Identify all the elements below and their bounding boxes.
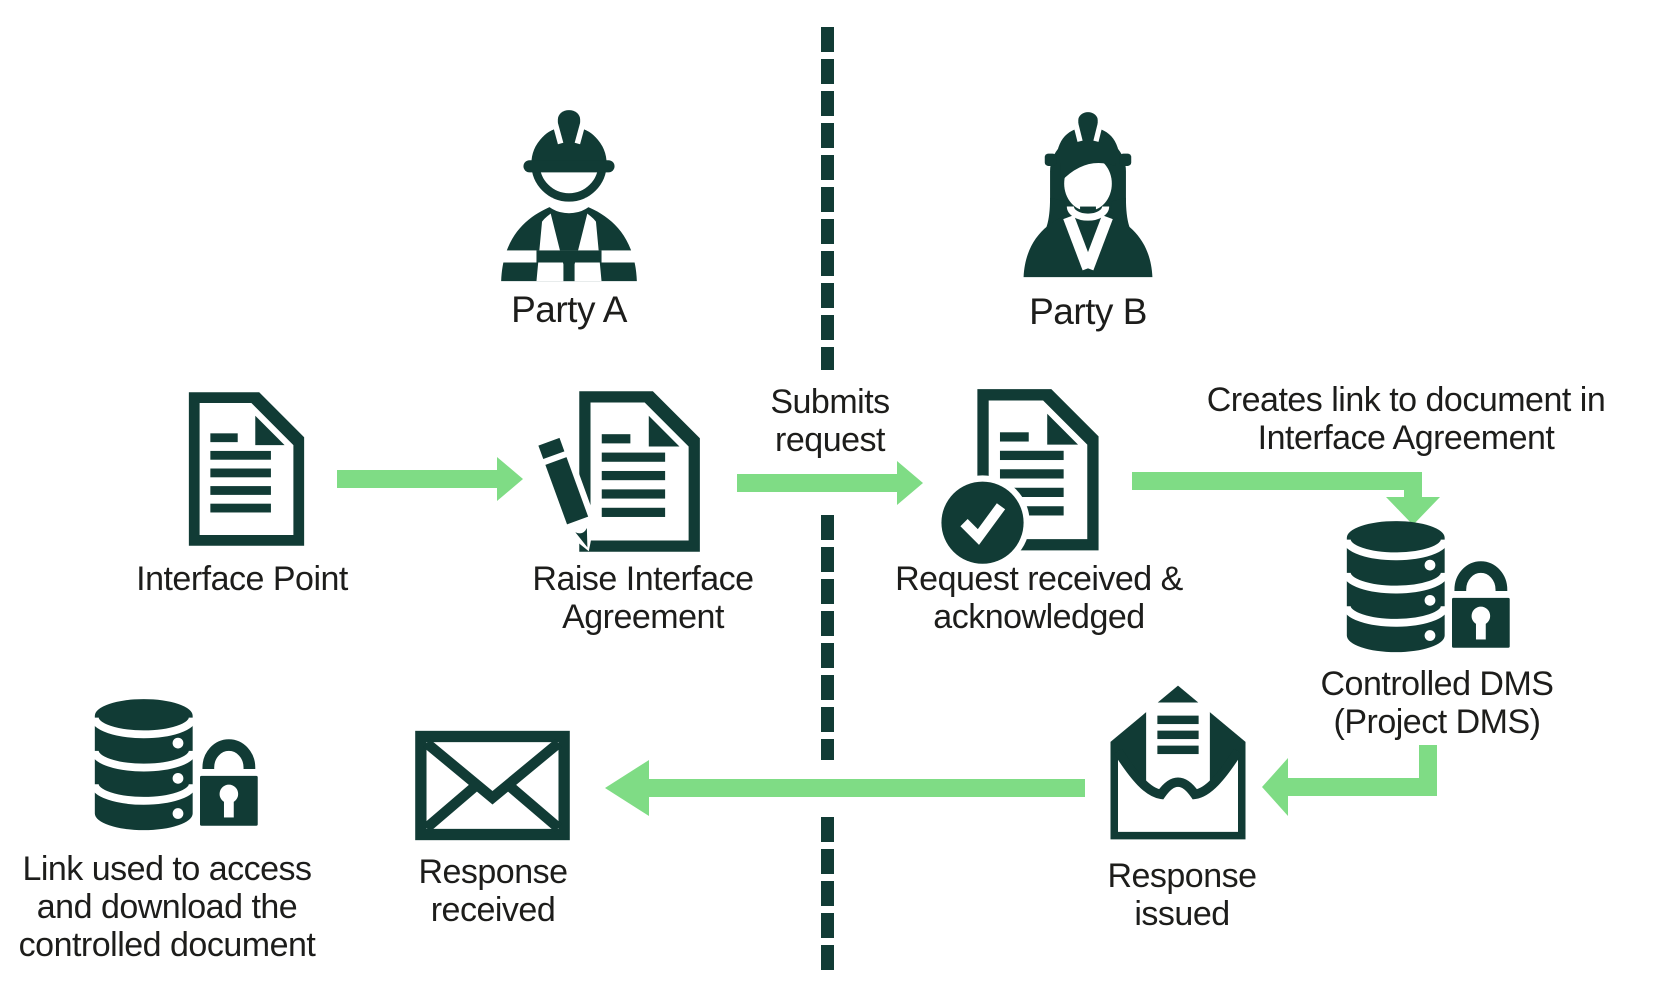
- node-response-issued: [1103, 678, 1253, 847]
- node-response-received: [412, 728, 573, 843]
- link-used-label-line1: Link used to access: [22, 850, 312, 888]
- arrow-interface-to-raise: [337, 457, 523, 501]
- node-request-received: [935, 383, 1105, 573]
- request-received-label: Request received & acknowledged: [869, 560, 1209, 636]
- creates-link-label: Creates link to document in Interface Ag…: [1176, 381, 1636, 457]
- closed-envelope-icon: [415, 730, 570, 841]
- submits-request-label: Submits request: [730, 383, 930, 459]
- creates-link-line1: Creates link to document in: [1206, 381, 1606, 419]
- raise-agreement-label-line2: Agreement: [562, 598, 724, 636]
- submits-request-line1: Submits: [770, 383, 890, 421]
- document-pencil-icon: [530, 391, 700, 552]
- arrow-response-to-received: [605, 760, 1085, 816]
- arrow-submits-request: [737, 461, 923, 505]
- controlled-dms-label: Controlled DMS (Project DMS): [1287, 665, 1587, 741]
- party-a-group: [490, 85, 648, 282]
- party-a-label: Party A: [511, 289, 627, 330]
- controlled-dms-label-line1: Controlled DMS: [1320, 665, 1554, 703]
- raise-agreement-label: Raise Interface Agreement: [493, 560, 793, 636]
- response-issued-label-line2: issued: [1134, 895, 1230, 933]
- worker-male-hardhat-icon: [501, 110, 637, 282]
- response-issued-label: Response issued: [1082, 857, 1282, 933]
- link-used-label-line2: and download the: [36, 888, 298, 926]
- node-controlled-dms: [1339, 514, 1520, 671]
- response-received-label-line2: received: [430, 891, 556, 929]
- link-used-label-line3: controlled document: [18, 926, 316, 964]
- request-received-label-line2: acknowledged: [933, 598, 1145, 636]
- interface-point-label: Interface Point: [136, 560, 348, 598]
- response-received-label-line1: Response: [418, 853, 568, 891]
- raise-agreement-label-line1: Raise Interface: [532, 560, 754, 598]
- arrow-dms-to-response-issued: [1262, 745, 1437, 816]
- controlled-dms-label-line2: (Project DMS): [1333, 703, 1541, 741]
- request-received-label-line1: Request received &: [895, 560, 1183, 598]
- worker-female-hardhat-icon: [1023, 112, 1153, 278]
- document-icon: [188, 392, 305, 546]
- submits-request-line2: request: [775, 421, 885, 459]
- open-envelope-letter-icon: [1110, 685, 1246, 840]
- party-divider-dashed-line-bottom: [821, 817, 834, 970]
- party-divider-dashed-line-top: [821, 27, 834, 370]
- database-lock-icon: [1339, 514, 1520, 671]
- document-check-icon: [935, 389, 1099, 570]
- party-b-group: [1013, 87, 1163, 282]
- node-link-used: [87, 692, 268, 849]
- node-interface-point: [183, 388, 310, 550]
- database-lock-icon: [87, 692, 268, 849]
- party-divider-dashed-line-middle: [821, 515, 834, 760]
- node-raise-agreement: [520, 386, 706, 558]
- response-received-label: Response received: [393, 853, 593, 929]
- arrow-to-controlled-dms: [1132, 472, 1440, 525]
- response-issued-label-line1: Response: [1107, 857, 1257, 895]
- link-used-label: Link used to access and download the con…: [17, 850, 317, 964]
- party-b-label: Party B: [1029, 291, 1147, 332]
- creates-link-line2: Interface Agreement: [1257, 419, 1555, 457]
